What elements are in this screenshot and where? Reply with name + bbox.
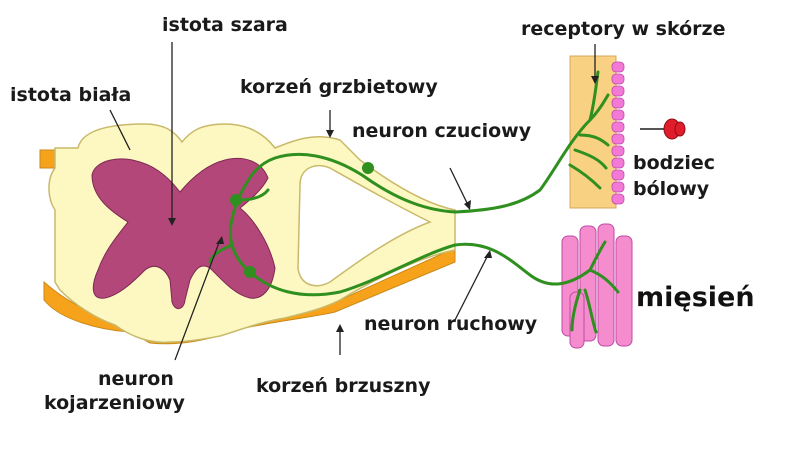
label-ventral-root: korzeń brzuszny (256, 375, 431, 397)
label-motor-neuron: neuron ruchowy (364, 313, 538, 335)
sensory-fibre (238, 118, 592, 214)
root-gap (297, 164, 432, 287)
dorsal-membrane (39, 149, 56, 169)
skin-cells (611, 61, 625, 205)
interneuron-cell (230, 194, 242, 206)
pointer-lines (109, 42, 596, 361)
label-skin-receptors: receptory w skórze (521, 18, 726, 40)
pointer-arrowheads (168, 76, 599, 332)
label-sensory-neuron: neuron czuciowy (352, 120, 532, 142)
grey-matter (91, 157, 276, 309)
motor-neuron-cell (244, 266, 256, 278)
dorsal-ganglion-cell (362, 162, 374, 174)
label-white-matter: istota biała (10, 84, 132, 106)
nerve-fibres (208, 70, 620, 334)
label-pain-stimulus-line1: bodziec (633, 152, 715, 174)
muscle-branches (570, 240, 620, 334)
label-dorsal-root: korzeń grzbietowy (240, 76, 438, 98)
label-interneuron-line1: neuron (98, 368, 174, 390)
motor-fibre (248, 242, 592, 297)
label-interneuron-line2: kojarzeniowy (44, 392, 185, 414)
receptor-branches (568, 70, 610, 190)
pin-icon (640, 118, 686, 140)
label-grey-matter: istota szara (162, 14, 288, 36)
label-pain-stimulus-line2: bólowy (633, 178, 710, 200)
label-muscle: mięsień (636, 282, 755, 313)
